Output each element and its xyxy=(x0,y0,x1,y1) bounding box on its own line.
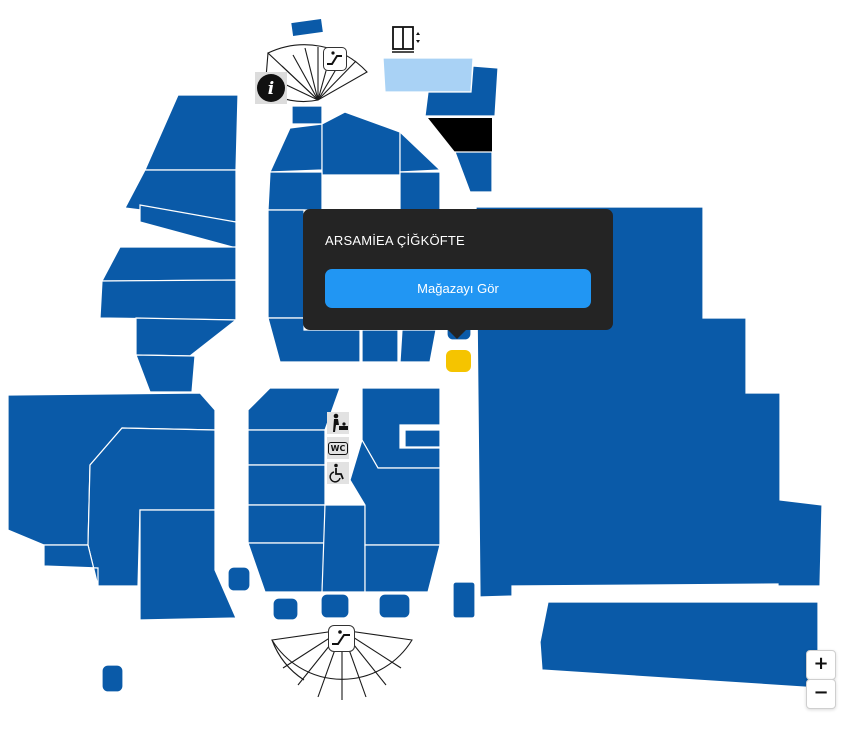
store-unit[interactable] xyxy=(361,329,399,363)
store-unit[interactable] xyxy=(364,544,441,593)
store-unit[interactable] xyxy=(378,593,411,619)
view-store-button[interactable]: Mağazayı Gör xyxy=(325,269,591,308)
store-unit[interactable] xyxy=(399,171,441,211)
wheelchair-icon[interactable] xyxy=(327,462,349,484)
store-unit[interactable] xyxy=(247,542,326,593)
store-unit[interactable] xyxy=(399,329,437,363)
store-unit[interactable] xyxy=(144,94,239,171)
store-unit[interactable] xyxy=(320,593,350,619)
store-unit[interactable] xyxy=(404,429,441,448)
store-unit[interactable] xyxy=(135,317,238,357)
store-unit[interactable] xyxy=(454,151,493,193)
store-unit[interactable] xyxy=(247,429,326,466)
store-unit[interactable] xyxy=(399,130,442,173)
store-unit[interactable] xyxy=(43,544,99,587)
store-popup: ARSAMİEA ÇİĞKÖFTE Mağazayı Gör xyxy=(303,209,613,339)
store-unit[interactable] xyxy=(452,581,476,619)
store-unit-occupied[interactable] xyxy=(428,118,492,152)
store-unit[interactable] xyxy=(99,279,237,321)
store-unit[interactable] xyxy=(101,664,124,693)
store-unit[interactable] xyxy=(135,354,196,393)
store-unit[interactable] xyxy=(361,387,441,469)
store-unit[interactable] xyxy=(272,597,299,621)
store-unit[interactable] xyxy=(267,171,323,211)
info-icon[interactable]: i xyxy=(255,72,287,104)
store-unit[interactable] xyxy=(382,57,474,93)
zoom-in-button[interactable]: + xyxy=(806,650,836,680)
store-unit[interactable] xyxy=(87,427,216,587)
escalator-icon[interactable] xyxy=(323,47,347,71)
store-unit[interactable] xyxy=(247,504,326,544)
store-unit[interactable] xyxy=(139,509,237,621)
store-unit[interactable] xyxy=(291,18,323,37)
elevator-icon[interactable] xyxy=(392,26,422,54)
store-unit[interactable] xyxy=(321,504,366,593)
store-unit[interactable] xyxy=(321,111,401,176)
escalator-icon[interactable] xyxy=(328,625,355,652)
selected-store-marker[interactable] xyxy=(446,350,471,372)
store-unit[interactable] xyxy=(424,65,499,117)
popup-store-name: ARSAMİEA ÇİĞKÖFTE xyxy=(325,233,465,248)
store-unit[interactable] xyxy=(539,601,819,689)
store-unit[interactable] xyxy=(100,246,237,282)
zoom-out-button[interactable]: − xyxy=(806,679,836,709)
wc-icon[interactable]: WC xyxy=(327,437,349,459)
store-unit[interactable] xyxy=(291,105,323,125)
store-unit[interactable] xyxy=(227,566,251,592)
store-unit[interactable] xyxy=(247,464,326,506)
svg-text:i: i xyxy=(268,79,274,99)
wc-label: WC xyxy=(327,441,349,455)
baby-care-icon[interactable] xyxy=(327,412,349,434)
store-unit[interactable] xyxy=(269,123,323,173)
store-unit[interactable] xyxy=(267,209,305,319)
